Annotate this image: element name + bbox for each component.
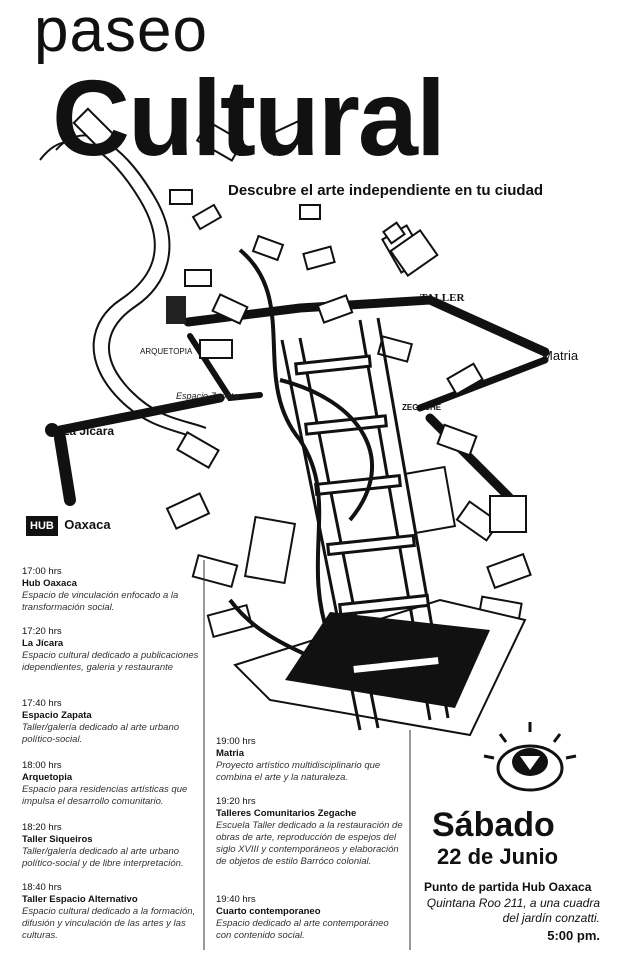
film-strip: [39, 134, 207, 441]
schedule-venue: Hub Oaxaca: [22, 578, 77, 589]
schedule-venue: Taller Siqueiros: [22, 834, 93, 845]
vines: [228, 248, 375, 682]
schedule-time: 17:40 hrs: [22, 698, 62, 709]
schedule-time: 17:20 hrs: [22, 626, 62, 637]
schedule-venue: Cuarto contemporaneo: [216, 906, 321, 917]
schedule-venue: Taller Espacio Alternativo: [22, 894, 138, 905]
schedule-desc: Espacio cultural dedicado a publicacione…: [22, 650, 199, 673]
cuarto-contemporaneo-logo: [489, 495, 527, 533]
event-day: Sábado: [432, 806, 555, 844]
schedule-time: 19:20 hrs: [216, 796, 256, 807]
venue-label-espacio-zapata: Espacio Zapata: [176, 391, 239, 401]
schedule-desc: Espacio para residencias artísticas que …: [22, 784, 188, 807]
venue-label-arquetopia: ARQUETOPIA: [140, 347, 193, 356]
event-time: 5:00 pm.: [547, 928, 600, 943]
schedule-item: 19:40 hrs Cuarto contemporaneo Espacio d…: [216, 894, 406, 942]
schedule-desc: Espacio dedicado al arte contemporáneo c…: [216, 918, 389, 941]
meeting-point-address: Quintana Roo 211, a una cuadra del jardí…: [426, 896, 600, 925]
meeting-point-title: Punto de partida Hub Oaxaca: [424, 880, 592, 894]
venue-label-matria: Matria: [542, 348, 579, 363]
schedule-desc: Proyecto artístico multidisciplinario qu…: [216, 760, 381, 783]
schedule-venue: Matria: [216, 748, 244, 759]
hub-logo-tag: HUB: [26, 516, 58, 536]
schedule-time: 17:00 hrs: [22, 566, 62, 577]
schedule-desc: Taller/galería dedicado al arte urbano p…: [22, 722, 180, 745]
schedule-desc: Escuela Taller dedicado a la restauració…: [216, 820, 403, 867]
route-lines: [54, 295, 550, 506]
event-date: 22 de Junio: [437, 844, 559, 869]
schedule-time: 18:00 hrs: [22, 760, 62, 771]
schedule-time: 19:40 hrs: [216, 894, 256, 905]
schedule-item: 18:20 hrs Taller Siqueiros Taller/galerí…: [22, 822, 202, 870]
la-jicara-logo: [45, 423, 59, 437]
schedule-time: 19:00 hrs: [216, 736, 256, 747]
schedule-venue: Arquetopia: [22, 772, 73, 783]
schedule-item: 19:20 hrs Talleres Comunitarios Zegache …: [216, 796, 406, 868]
schedule-item: 18:40 hrs Taller Espacio Alternativo Esp…: [22, 882, 202, 942]
siqueiros-logo: [166, 296, 186, 324]
hub-oaxaca-logo: HUB Oaxaca: [26, 516, 111, 536]
schedule-venue: Espacio Zapata: [22, 710, 92, 721]
schedule-item: 19:00 hrs Matria Proyecto artístico mult…: [216, 736, 406, 784]
schedule-desc: Espacio de vinculación enfocado a la tra…: [22, 590, 179, 613]
title-small: paseo: [34, 0, 208, 65]
venue-label-zegache: ZEGACHE: [402, 403, 442, 412]
triangle-button-icon: [483, 722, 577, 792]
tagline: Descubre el arte independiente en tu ciu…: [228, 182, 544, 199]
schedule-item: 17:40 hrs Espacio Zapata Taller/galería …: [22, 698, 202, 746]
schedule-time: 18:40 hrs: [22, 882, 62, 893]
schedule-item: 18:00 hrs Arquetopia Espacio para reside…: [22, 760, 202, 808]
title-big: Cultural: [52, 57, 446, 178]
schedule-item: 17:20 hrs La Jícara Espacio cultural ded…: [22, 626, 202, 674]
camera-icon: [382, 221, 439, 278]
venue-label-la-jicara: La Jícara: [62, 424, 115, 438]
schedule-desc: Taller/galería dedicado al arte urbano p…: [22, 846, 184, 869]
schedule-venue: La Jícara: [22, 638, 64, 649]
schedule-venue: Talleres Comunitarios Zegache: [216, 808, 357, 819]
venue-label-taller: TALLER: [420, 292, 465, 304]
schedule-time: 18:20 hrs: [22, 822, 62, 833]
hub-logo-name: Oaxaca: [64, 517, 111, 532]
schedule-item: 17:00 hrs Hub Oaxaca Espacio de vinculac…: [22, 566, 202, 614]
schedule-desc: Espacio cultural dedicado a la formación…: [22, 906, 196, 941]
